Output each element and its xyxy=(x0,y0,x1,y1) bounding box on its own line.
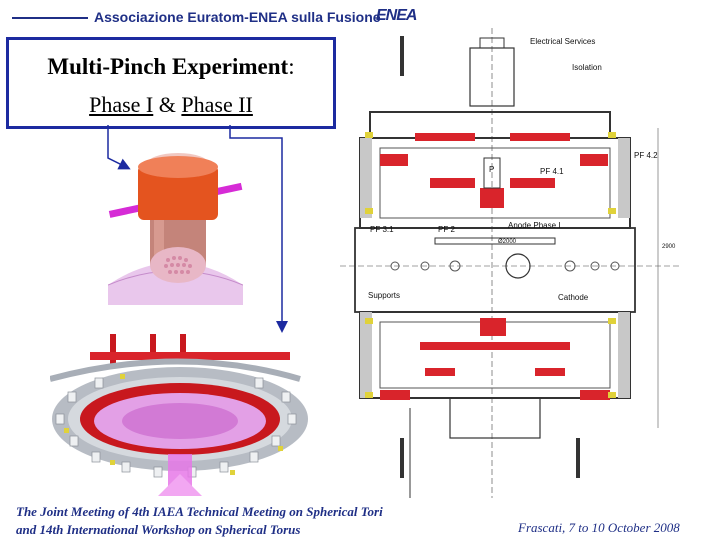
phase2-link[interactable]: Phase II xyxy=(181,92,253,117)
header-organization: Associazione Euratom-ENEA sulla Fusione xyxy=(94,9,381,25)
label-isolation: Isolation xyxy=(572,63,602,72)
label-dim1: Ø2000 xyxy=(498,239,517,245)
label-cathode: Cathode xyxy=(558,293,589,302)
title-colon: : xyxy=(288,54,295,79)
title-phases: Phase I & Phase II xyxy=(9,92,333,118)
title-bold: Multi-Pinch Experiment xyxy=(47,54,289,79)
label-supports: Supports xyxy=(368,291,400,300)
enea-logo: ENEA xyxy=(376,7,417,24)
label-pf42: PF 4.2 xyxy=(634,151,658,160)
phase2-render xyxy=(50,334,308,496)
footer-line1: The Joint Meeting of 4th IAEA Technical … xyxy=(16,504,383,519)
phase1-arrow xyxy=(107,125,131,170)
label-pf41: PF 4.1 xyxy=(540,167,564,176)
phase1-render xyxy=(108,153,243,305)
label-pf2: PF 2 xyxy=(438,225,455,234)
page-title: Multi-Pinch Experiment: xyxy=(9,54,333,80)
label-p: P xyxy=(489,165,494,174)
footer-line2: and 14th International Workshop on Spher… xyxy=(16,522,301,537)
label-electrical-services: Electrical Services xyxy=(530,37,595,46)
label-dim2: 2900 xyxy=(662,244,676,250)
machine-schematic: Electrical Services Isolation PF 4.2 PF … xyxy=(340,28,680,498)
header-rule xyxy=(12,17,88,19)
phase-arrows xyxy=(107,125,288,333)
footer-date: Frascati, 7 to 10 October 2008 xyxy=(518,520,680,535)
phase-ampersand: & xyxy=(153,92,182,117)
phase2-arrow xyxy=(229,125,288,333)
title-box: Multi-Pinch Experiment: Phase I & Phase … xyxy=(6,37,336,129)
label-pf31: PF 3.1 xyxy=(370,225,394,234)
label-anode: Anode Phase I xyxy=(508,221,560,230)
footer-meeting: The Joint Meeting of 4th IAEA Technical … xyxy=(16,503,383,539)
phase1-link[interactable]: Phase I xyxy=(89,92,154,117)
